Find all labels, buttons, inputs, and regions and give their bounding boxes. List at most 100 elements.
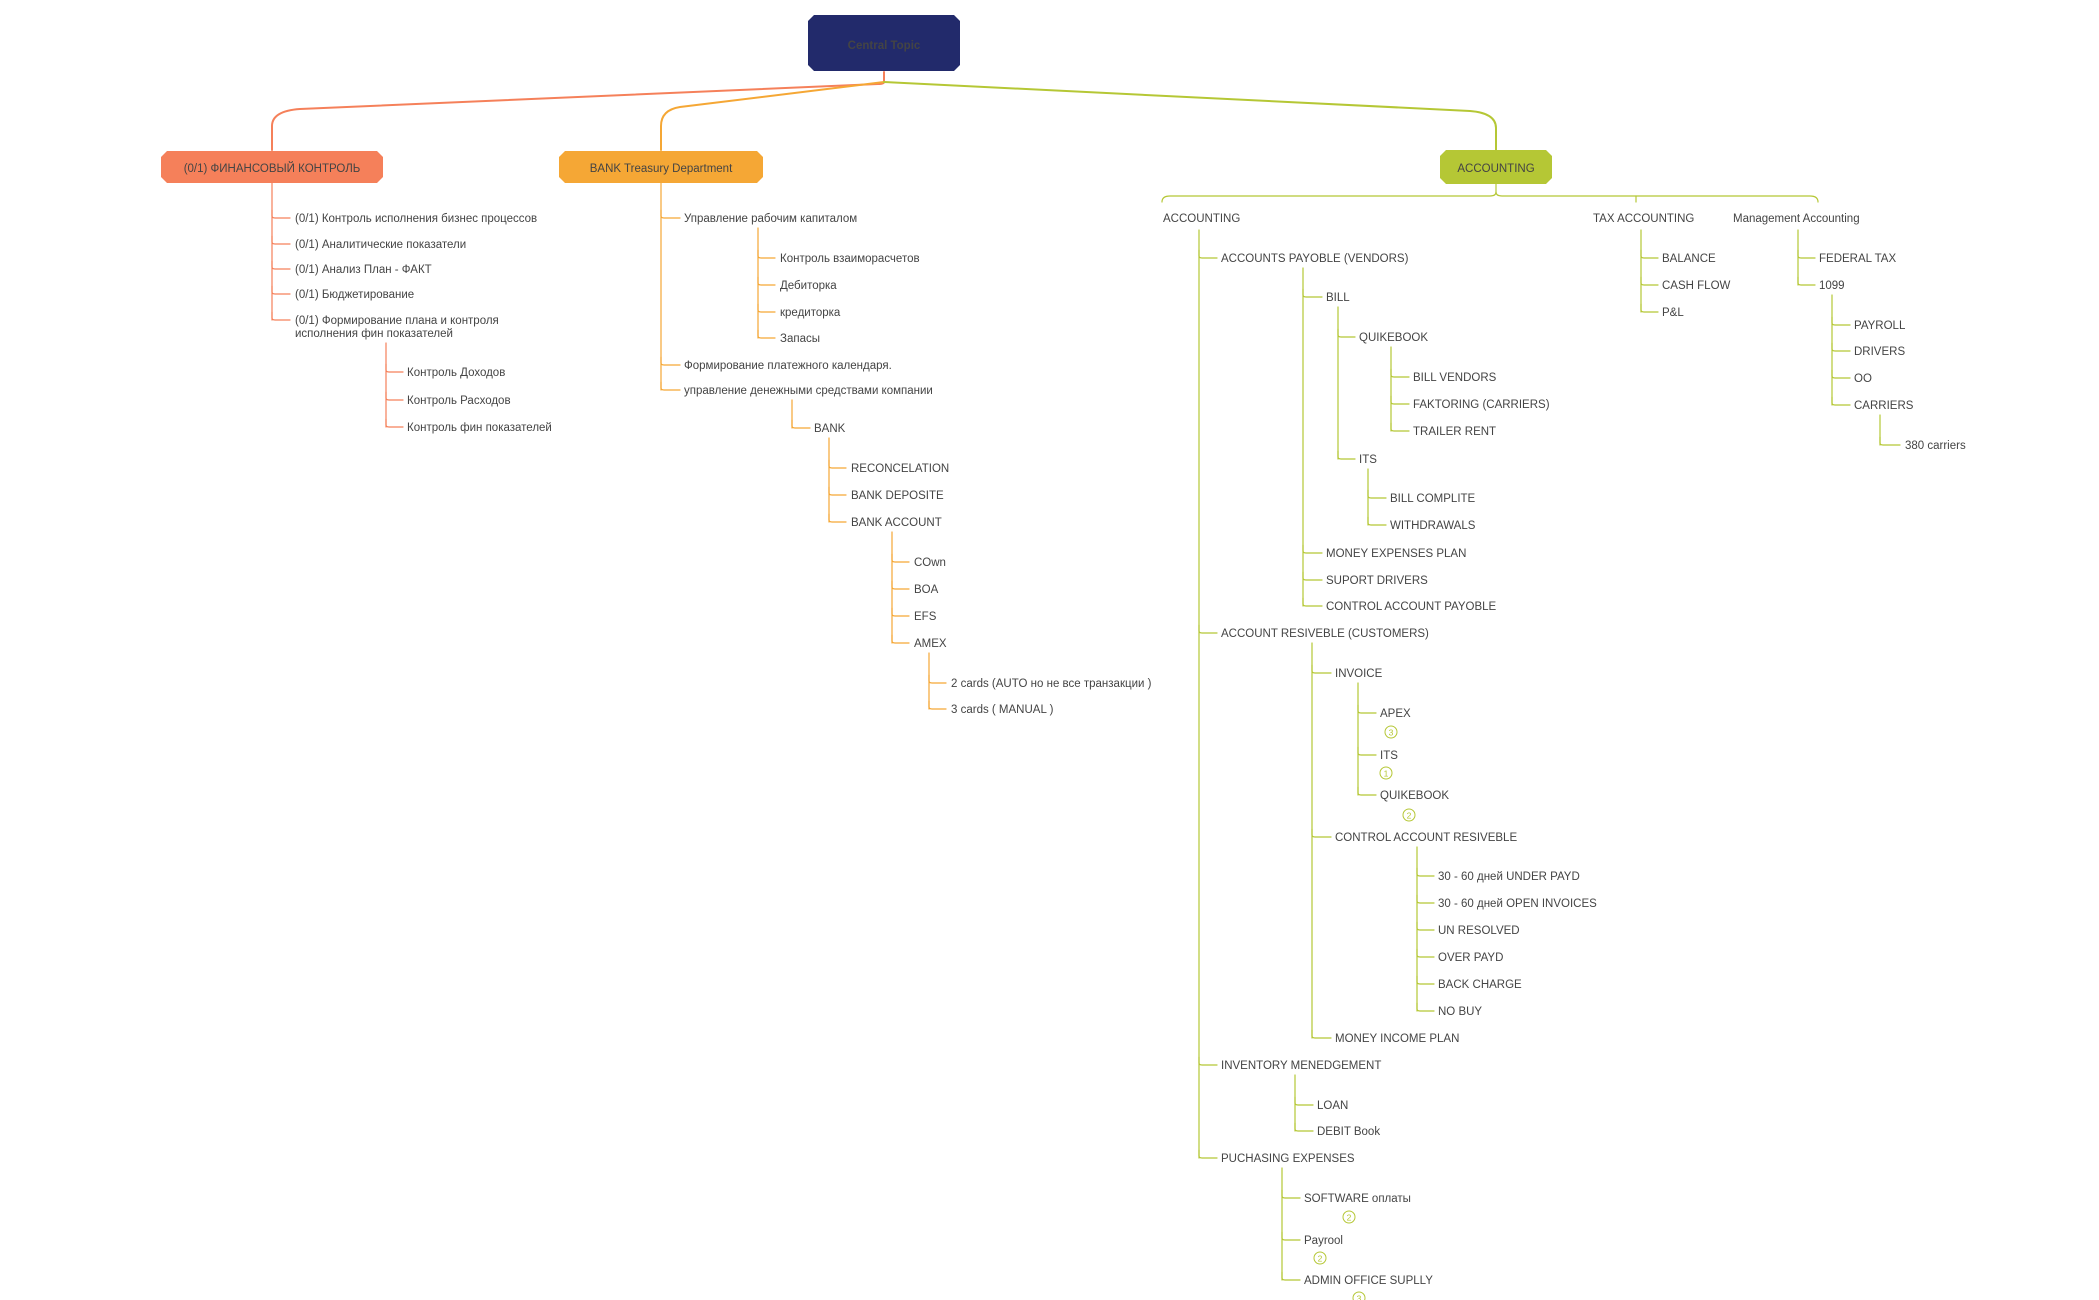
bank-node[interactable]: BOA [914,584,939,596]
management-item[interactable]: OO [1854,373,1872,385]
management-item[interactable]: FEDERAL TAX [1819,253,1896,265]
connector-line [1416,1002,1435,1012]
topic-accounting-label[interactable]: ACCOUNTING [1457,163,1534,175]
bank-node[interactable]: BANK ACCOUNT [851,517,942,529]
management-item[interactable]: DRIVERS [1854,346,1905,358]
accounting-topic[interactable]: ACCOUNTS PAYOBLE (VENDORS) [1221,253,1409,265]
connector-line [891,634,910,644]
connector-line [1302,544,1323,554]
inventory-item[interactable]: DEBIT Book [1317,1126,1380,1138]
payable-item[interactable]: QUIKEBOOK [1359,332,1428,344]
bank-subtopic[interactable]: Формирование платежного календаря. [684,360,892,372]
payable-item[interactable]: FAKTORING (CARRIERS) [1413,399,1550,411]
connector-line [928,700,947,710]
accounting-topic[interactable]: Management Accounting [1733,213,1860,225]
bank-node[interactable]: AMEX [914,638,947,650]
receivable-item[interactable]: INVOICE [1335,668,1383,680]
connector-line [1337,328,1356,338]
finance-subtopic[interactable]: (0/1) Аналитические показатели [295,239,466,251]
payable-item[interactable]: MONEY EXPENSES PLAN [1326,548,1466,560]
finance-subtopic[interactable]: (0/1) Бюджетирование [295,289,414,301]
topic-bank-treasury-label[interactable]: BANK Treasury Department [590,163,733,175]
payable-item[interactable]: BILL [1326,292,1350,304]
connector-line [1311,664,1332,674]
receivable-item[interactable]: MONEY INCOME PLAN [1335,1033,1459,1045]
central-topic-label[interactable]: Central Topic [848,40,921,52]
connector-line [1797,276,1816,286]
bank-node[interactable]: EFS [914,611,937,623]
bank-node[interactable]: BANK [814,423,846,435]
receivable-item[interactable]: OVER PAYD [1438,952,1503,964]
accounting-topic[interactable]: INVENTORY MENEDGEMENT [1221,1060,1381,1072]
receivable-item[interactable]: CONTROL ACCOUNT RESIVEBLE [1335,832,1517,844]
bank-subtopic[interactable]: управление денежными средствами компании [684,385,933,397]
accounting-topic[interactable]: PUCHASING EXPENSES [1221,1153,1355,1165]
accounting-topic[interactable]: ACCOUNT RESIVEBLE (CUSTOMERS) [1221,628,1429,640]
connector-line [271,285,291,295]
bank-subtopic[interactable]: Контроль взаиморасчетов [780,253,920,265]
finance-subtopic[interactable]: (0/1) Формирование плана и контроля [295,315,499,327]
accounting-topic[interactable]: ACCOUNTING [1163,213,1240,225]
payable-item[interactable]: BILL VENDORS [1413,372,1497,384]
expense-item[interactable]: Payrool [1304,1235,1343,1247]
bank-node[interactable]: COwn [914,557,946,569]
receivable-item[interactable]: 30 - 60 дней UNDER PAYD [1438,871,1580,883]
tax-item[interactable]: BALANCE [1662,253,1716,265]
receivable-item[interactable]: ITS [1380,750,1398,762]
topic-finance-control-label[interactable]: (0/1) ФИНАНСОВЫЙ КОНТРОЛЬ [184,162,361,175]
topic-nodes: Central Topic (0/1) ФИНАНСОВЫЙ КОНТРОЛЬ (0… [161,15,1966,1300]
topic-accounting[interactable] [1440,150,1552,184]
accounting-topic[interactable]: TAX ACCOUNTING [1593,213,1694,225]
finance-subtopic[interactable]: (0/1) Анализ План - ФАКТ [295,264,432,276]
receivable-item[interactable]: UN RESOLVED [1438,925,1520,937]
expense-item[interactable]: SOFTWARE оплаты [1304,1193,1411,1205]
finance-subtopic[interactable]: Контроль фин показателей [407,422,552,434]
bank-subtopic[interactable]: Дебиторка [780,280,837,292]
payable-item[interactable]: WITHDRAWALS [1390,520,1476,532]
receivable-item[interactable]: QUIKEBOOK [1380,790,1449,802]
finance-subtopic-line2[interactable]: исполнения фин показателей [295,328,453,340]
receivable-item[interactable]: APEX [1380,708,1411,720]
topic-bank-treasury[interactable] [559,151,763,183]
tax-item[interactable]: CASH FLOW [1662,280,1731,292]
connector-line [757,249,776,259]
finance-subtopic[interactable]: (0/1) Контроль исполнения бизнес процесс… [295,213,537,225]
bank-node[interactable]: RECONCELATION [851,463,949,475]
bank-node[interactable]: 3 cards ( MANUAL ) [951,704,1054,716]
management-item[interactable]: 380 carriers [1905,440,1966,452]
bank-subtopic[interactable]: кредиторка [780,307,841,319]
task-count-text: 2 [1318,1254,1323,1264]
connector-bank [660,81,885,151]
payable-item[interactable]: SUPORT DRIVERS [1326,575,1428,587]
bank-subtopic[interactable]: Запасы [780,333,820,345]
tax-item[interactable]: P&L [1662,307,1684,319]
inventory-item[interactable]: LOAN [1317,1100,1348,1112]
receivable-item[interactable]: BACK CHARGE [1438,979,1522,991]
receivable-item[interactable]: NO BUY [1438,1006,1482,1018]
payable-item[interactable]: TRAILER RENT [1413,426,1496,438]
expense-item[interactable]: ADMIN OFFICE SUPLLY [1304,1275,1433,1287]
connector-line [1831,316,1851,326]
connector-line [1831,369,1851,379]
central-topic[interactable] [808,15,960,71]
payable-item[interactable]: CONTROL ACCOUNT PAYOBLE [1326,601,1497,613]
receivable-item[interactable]: 30 - 60 дней OPEN INVOICES [1438,898,1597,910]
management-item[interactable]: 1099 [1819,280,1845,292]
payable-item[interactable]: BILL COMPLITE [1390,493,1476,505]
management-item[interactable]: CARRIERS [1854,400,1914,412]
finance-subtopic[interactable]: Контроль Доходов [407,367,505,379]
payable-item[interactable]: ITS [1359,454,1377,466]
topic-finance-control[interactable] [161,151,383,183]
bank-node[interactable]: 2 cards (AUTO но не все транзакции ) [951,678,1152,690]
connector-line [1416,975,1435,985]
connector-line [1416,894,1435,904]
finance-subtopic[interactable]: Контроль Расходов [407,395,511,407]
bank-subtopic[interactable]: Управление рабочим капиталом [684,213,857,225]
management-item[interactable]: PAYROLL [1854,320,1906,332]
connector-line [1357,746,1377,756]
bank-node[interactable]: BANK DEPOSITE [851,490,944,502]
connector-line [1294,1096,1314,1106]
task-count-text: 2 [1407,811,1412,821]
task-count-text: 3 [1357,1294,1362,1300]
